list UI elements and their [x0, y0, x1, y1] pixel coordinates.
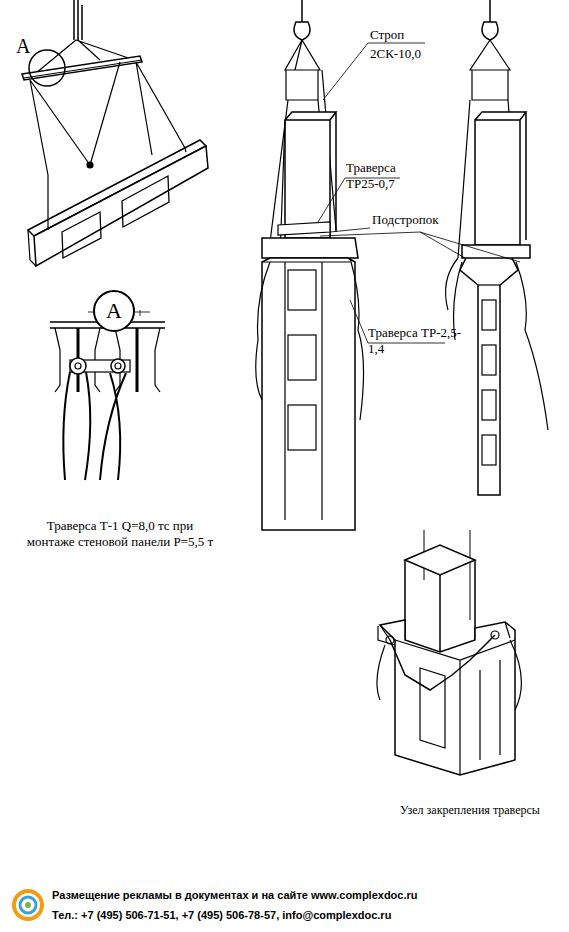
- sling-label: 2СК-10,0: [370, 46, 450, 62]
- traverse-caption: Траверса Т-1 Q=8,0 тс при монтаже стенов…: [25, 518, 215, 550]
- detail-caption: Узел закрепления траверсы: [375, 803, 565, 817]
- sling-label: Строп: [370, 27, 440, 43]
- traverse-label: Траверса ТР-2,5-1,4: [368, 325, 468, 357]
- footer-ad: Размещение рекламы в документах и на сай…: [52, 889, 562, 902]
- sub-sling-label: Подстропок: [372, 212, 462, 228]
- callout-letter: А: [16, 34, 36, 58]
- detail-letter: А: [106, 298, 122, 324]
- traverse-label: Траверса ТР25-0,7: [346, 160, 426, 192]
- detail-circle: А: [93, 290, 135, 332]
- footer-contact: Тел.: +7 (495) 506-71-51, +7 (495) 506-7…: [52, 909, 562, 922]
